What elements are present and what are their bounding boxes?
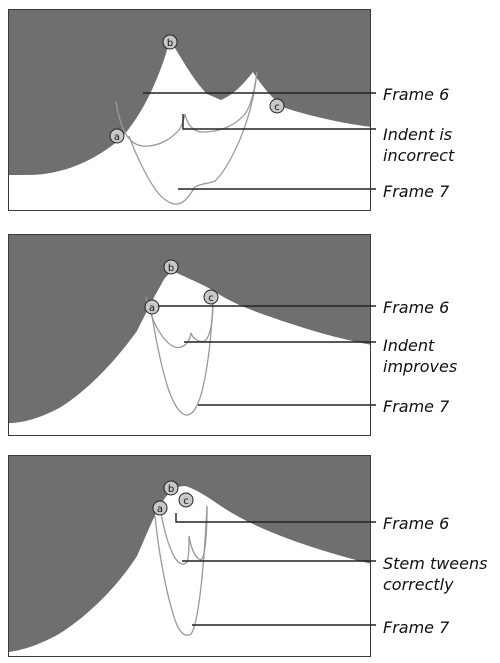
point-c-label: c: [183, 496, 189, 507]
shape-frame-6: [9, 10, 370, 175]
panel-1-label-frame-6: Frame 6: [383, 85, 450, 104]
point-b-label: b: [167, 38, 173, 49]
point-a-label: a: [114, 132, 120, 143]
outline-frame-7: [150, 300, 214, 416]
control-points: a b c: [144, 259, 219, 315]
panel-2-label-frame-7: Frame 7: [383, 397, 450, 416]
outline-strokes: [154, 505, 208, 636]
point-a-label: a: [157, 504, 163, 515]
panel-3-label-frame-6: Frame 6: [383, 514, 450, 533]
panel-2-label-frame-6: Frame 6: [383, 298, 450, 317]
point-b-label: b: [168, 263, 174, 274]
outline-frame-6: [159, 505, 208, 565]
point-a-label: a: [149, 303, 155, 314]
panel-3: a b c: [8, 455, 371, 657]
point-b-marker: [163, 480, 179, 496]
point-a-marker: [109, 128, 125, 144]
panel-1-drawing: a b c: [9, 10, 370, 205]
point-c-marker: [269, 98, 285, 114]
shape-frame-6: [9, 235, 370, 423]
panel-2: a b c: [8, 234, 371, 436]
point-a-marker: [152, 500, 168, 516]
shape-frame-6: [9, 456, 370, 652]
panel-3-drawing: a b c: [9, 456, 370, 652]
point-c-marker: [178, 492, 194, 508]
point-b-label: b: [168, 484, 174, 495]
panel-1-label-frame-7: Frame 7: [383, 182, 450, 201]
panel-2-drawing: a b c: [9, 235, 370, 423]
point-c-label: c: [274, 102, 280, 113]
outline-strokes: [145, 296, 214, 416]
panel-3-label-stem: Stem tweens correctly: [383, 554, 488, 594]
outline-frame-7: [154, 505, 208, 636]
point-b-marker: [162, 34, 178, 50]
panel-3-label-frame-7: Frame 7: [383, 618, 450, 637]
point-c-label: c: [208, 293, 214, 304]
panel-1-label-indent: Indent is incorrect: [383, 125, 455, 165]
panel-1: a b c: [8, 9, 371, 211]
point-b-marker: [163, 259, 179, 275]
panel-2-label-indent: Indent improves: [383, 336, 458, 376]
point-a-marker: [144, 299, 160, 315]
control-points: a b c: [152, 480, 194, 516]
control-points: a b c: [109, 34, 285, 144]
point-c-marker: [203, 289, 219, 305]
